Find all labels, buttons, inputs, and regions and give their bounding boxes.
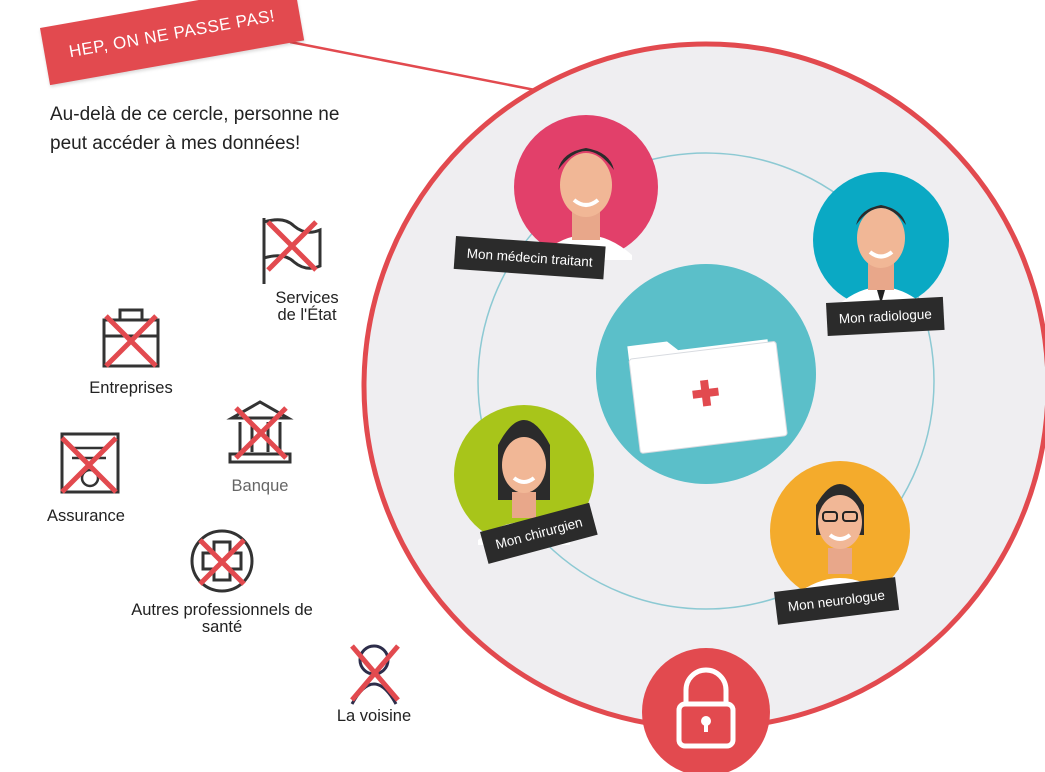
excluded-voisine: La voisine bbox=[324, 640, 424, 725]
excluded-assurance: Assurance bbox=[36, 428, 136, 525]
person-icon bbox=[350, 644, 400, 705]
avatar-medecin bbox=[514, 115, 658, 260]
excluded-label: Banque bbox=[231, 477, 289, 495]
flag-icon bbox=[262, 218, 322, 284]
certificate-icon bbox=[60, 432, 120, 494]
excluded-label: Services de l'État bbox=[275, 289, 339, 324]
lead-text: Au-delà de ce cercle, personne ne peut a… bbox=[50, 104, 340, 154]
medical-cross-icon bbox=[190, 529, 254, 593]
briefcase-icon bbox=[102, 308, 160, 368]
medical-folder-icon bbox=[627, 339, 788, 454]
excluded-label: Assurance bbox=[47, 507, 125, 525]
excluded-label: Autres professionnels de santé bbox=[131, 601, 313, 636]
excluded-services-etat: Services de l'État bbox=[234, 214, 344, 324]
excluded-autres-professionnels: Autres professionnels de santé bbox=[122, 528, 322, 636]
orbit-ring bbox=[477, 152, 935, 610]
excluded-label: Entreprises bbox=[89, 379, 173, 397]
excluded-banque: Banque bbox=[210, 396, 310, 495]
excluded-label: La voisine bbox=[336, 707, 412, 725]
excluded-entreprises: Entreprises bbox=[76, 302, 186, 397]
bank-icon bbox=[226, 400, 294, 464]
